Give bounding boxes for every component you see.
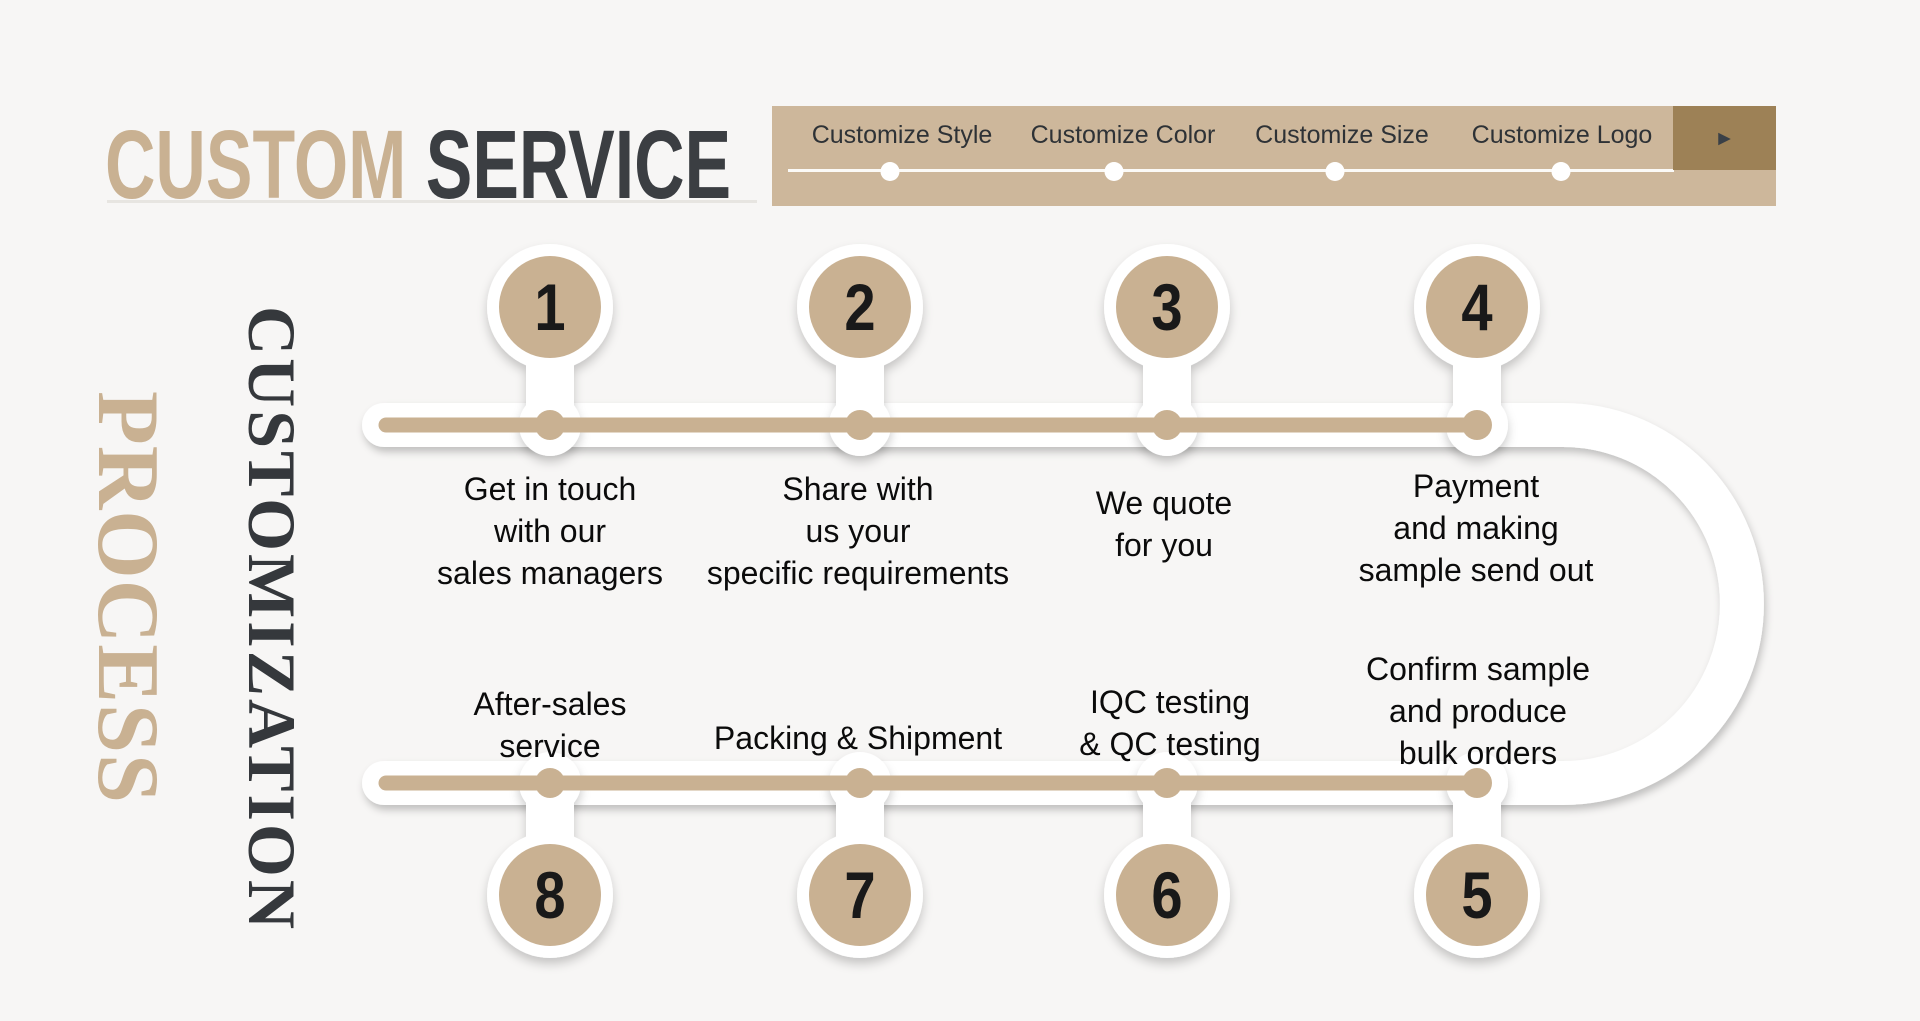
step-text-2: Share with us your specific requirements bbox=[706, 471, 1010, 591]
topbar-progress-line bbox=[788, 169, 1674, 172]
timeline-dot-5 bbox=[1462, 768, 1492, 798]
step-number-3: 3 bbox=[1151, 270, 1183, 344]
page-title: CUSTOM SERVICE bbox=[105, 116, 731, 213]
step-number-8: 8 bbox=[534, 858, 566, 932]
step-number-4: 4 bbox=[1461, 270, 1493, 344]
tab-customize-style[interactable]: Customize Style bbox=[811, 121, 993, 149]
step-text-6: IQC testing & QC testing bbox=[1079, 684, 1261, 762]
tab-customize-logo[interactable]: Customize Logo bbox=[1471, 121, 1653, 149]
step-number-7: 7 bbox=[844, 858, 876, 932]
right-arrow-icon: ► bbox=[1714, 126, 1735, 150]
timeline-dot-7 bbox=[845, 768, 875, 798]
step-text-8: After-sales service bbox=[473, 686, 627, 764]
topbar-dot-style bbox=[880, 162, 900, 181]
tab-customize-color[interactable]: Customize Color bbox=[1030, 121, 1216, 149]
timeline-dot-1 bbox=[535, 410, 565, 440]
step-number-5: 5 bbox=[1461, 858, 1493, 932]
step-number-1: 1 bbox=[534, 270, 566, 344]
title-underline bbox=[107, 200, 757, 203]
title-word-service: SERVICE bbox=[425, 110, 732, 219]
step-text-1: Get in touch with our sales managers bbox=[437, 471, 663, 591]
u-track-band bbox=[362, 403, 1764, 805]
step-number-6: 6 bbox=[1151, 858, 1183, 932]
step-text-7: Packing & Shipment bbox=[713, 720, 1003, 756]
topbar-dot-logo bbox=[1551, 162, 1571, 181]
topbar-dot-size bbox=[1325, 162, 1345, 181]
timeline-dot-3 bbox=[1152, 410, 1182, 440]
step-text-5: Confirm sample and produce bulk orders bbox=[1365, 651, 1591, 771]
timeline-dot-6 bbox=[1152, 768, 1182, 798]
next-arrow-button[interactable]: ► bbox=[1673, 106, 1776, 170]
tab-customize-size[interactable]: Customize Size bbox=[1255, 121, 1429, 149]
title-word-custom: CUSTOM bbox=[105, 110, 407, 219]
step-text-4: Payment and making sample send out bbox=[1358, 468, 1594, 588]
topbar-dot-color bbox=[1104, 162, 1124, 181]
timeline-dot-2 bbox=[845, 410, 875, 440]
timeline-dot-4 bbox=[1462, 410, 1492, 440]
timeline-dot-8 bbox=[535, 768, 565, 798]
customize-options-bar: Customize Style Customize Color Customiz… bbox=[772, 106, 1776, 206]
step-number-2: 2 bbox=[844, 270, 876, 344]
step-text-3: We quote for you bbox=[1095, 485, 1233, 563]
